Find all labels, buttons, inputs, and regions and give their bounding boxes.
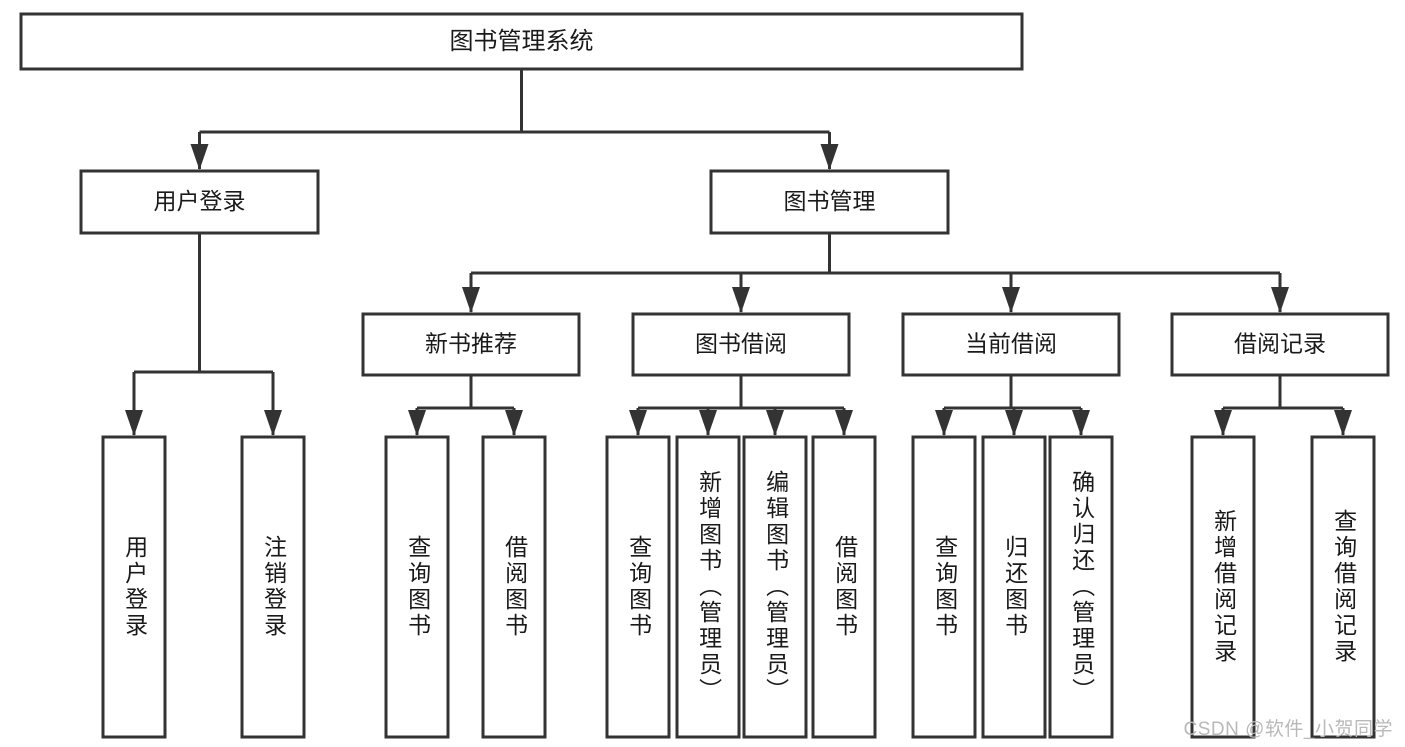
node-box-book-management[interactable] xyxy=(709,169,950,235)
arrow-head-icon xyxy=(1005,410,1023,436)
node-box-current-confirm-return[interactable] xyxy=(1048,435,1114,739)
arrow-head-icon xyxy=(1334,410,1352,436)
node-box-current-query-book[interactable] xyxy=(911,435,977,739)
node-box-borrow-edit-book[interactable] xyxy=(742,435,808,739)
node-box-borrow-borrow-book[interactable] xyxy=(811,435,877,739)
arrow-head-icon xyxy=(1072,410,1090,436)
node-label-new-book-recommend: 新书推荐 xyxy=(425,331,517,357)
arrow-head-icon xyxy=(1002,287,1020,313)
node-box-root[interactable] xyxy=(19,12,1024,71)
arrow-head-icon xyxy=(125,410,143,436)
arrow-head-icon xyxy=(935,410,953,436)
node-label-book-management: 图书管理 xyxy=(784,188,876,214)
arrow-head-icon xyxy=(1271,287,1289,313)
arrow-head-icon xyxy=(408,410,426,436)
arrow-head-icon xyxy=(835,410,853,436)
arrow-head-icon xyxy=(1214,410,1232,436)
arrow-head-icon xyxy=(732,287,750,313)
node-box-recommend-query-book[interactable] xyxy=(384,435,450,739)
node-label-borrow-record: 借阅记录 xyxy=(1234,331,1326,357)
arrow-head-icon xyxy=(264,410,282,436)
node-box-borrow-add-book[interactable] xyxy=(675,435,741,739)
arrow-head-icon xyxy=(462,287,480,313)
node-label-root: 图书管理系统 xyxy=(450,28,594,55)
node-box-book-borrow[interactable] xyxy=(631,312,851,377)
arrow-head-icon xyxy=(505,410,523,436)
node-box-new-book-recommend[interactable] xyxy=(361,312,581,377)
arrow-head-icon xyxy=(190,144,209,170)
arrow-head-icon xyxy=(766,410,784,436)
connector-layer xyxy=(125,69,1352,436)
node-box-user-login[interactable] xyxy=(79,169,320,235)
arrow-head-icon xyxy=(699,410,717,436)
node-label-current-borrow: 当前借阅 xyxy=(965,331,1057,357)
node-box-record-query[interactable] xyxy=(1310,435,1376,739)
node-box-layer xyxy=(19,12,1390,739)
node-box-current-borrow[interactable] xyxy=(901,312,1121,377)
node-label-book-borrow: 图书借阅 xyxy=(695,331,787,357)
node-box-borrow-query-book[interactable] xyxy=(605,435,671,739)
node-box-recommend-borrow-book[interactable] xyxy=(481,435,547,739)
arrow-head-icon xyxy=(820,144,839,170)
node-box-borrow-record[interactable] xyxy=(1170,312,1390,377)
watermark: CSDN @软件_小贺同学 xyxy=(1183,719,1393,740)
node-box-record-add[interactable] xyxy=(1190,435,1256,739)
node-box-user-logout-leaf[interactable] xyxy=(240,435,306,739)
node-box-user-login-leaf[interactable] xyxy=(101,435,167,739)
node-box-current-return-book[interactable] xyxy=(981,435,1047,739)
node-label-user-login: 用户登录 xyxy=(154,188,246,214)
arrow-head-icon xyxy=(629,410,647,436)
